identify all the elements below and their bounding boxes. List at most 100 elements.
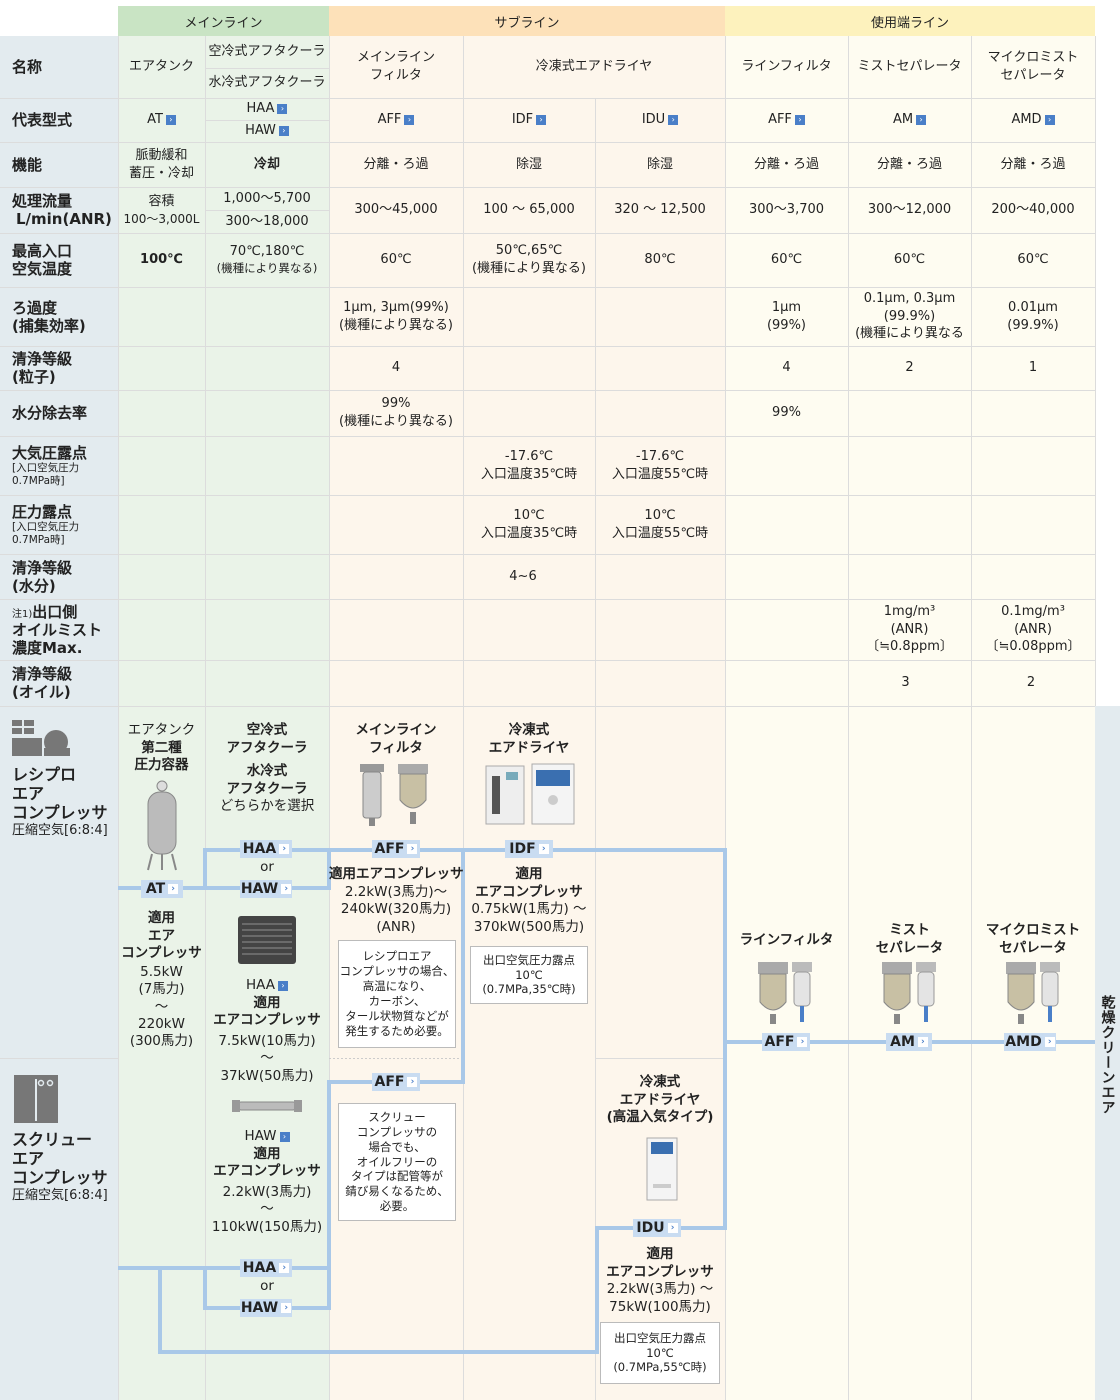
chevron-right-icon: › bbox=[277, 103, 288, 114]
main-filter-title: メインラインフィルタ bbox=[355, 722, 437, 756]
main-filter-note-screw: スクリューコンプレッサの場合でも、オイルフリーのタイプは配管等が錆び易くなるため… bbox=[338, 1103, 456, 1221]
dryer-idu-flow: 320 〜 12,500 bbox=[614, 202, 706, 218]
air-tank-icon bbox=[147, 780, 177, 871]
idf-tag[interactable]: IDF› bbox=[505, 840, 553, 858]
label-model: 代表型式 bbox=[12, 111, 73, 129]
pipe bbox=[461, 848, 465, 1084]
idu-tag[interactable]: IDU› bbox=[633, 1219, 681, 1237]
line-filter-icon bbox=[758, 962, 812, 1024]
tank-at-tag[interactable]: AT› bbox=[141, 880, 183, 898]
line-filter-model-link[interactable]: AFF› bbox=[725, 98, 848, 142]
micro-mist-oil: 0.1mg/m³(ANR)〔≒0.08ppm〕 bbox=[985, 604, 1081, 655]
label-water-removal: 水分除去率 bbox=[12, 404, 88, 422]
chevron-right-icon: › bbox=[165, 114, 176, 125]
main-filter-model-link[interactable]: AFF› bbox=[329, 98, 463, 142]
pipe bbox=[723, 848, 727, 1228]
line-filter-flow: 300〜3,700 bbox=[748, 202, 825, 218]
chevron-right-icon: › bbox=[281, 1303, 292, 1313]
mist-sep-name: ミストセパレータ bbox=[857, 59, 962, 75]
cooler-haw-tag-2[interactable]: HAW› bbox=[240, 1299, 292, 1317]
dryer-idu-function: 除湿 bbox=[646, 156, 673, 172]
dryer-idu-link[interactable]: IDU› bbox=[595, 98, 725, 142]
cooler-haa-link[interactable]: HAA› bbox=[205, 98, 329, 120]
tank-model-link[interactable]: AT› bbox=[118, 98, 205, 142]
cooler-function: 冷却 bbox=[253, 156, 280, 172]
chevron-right-icon: › bbox=[538, 844, 549, 854]
mist-sep-function: 分離・ろ過 bbox=[876, 156, 942, 172]
cooler-title: 空冷式アフタクーラ水冷式アフタクーラどちらかを選択 bbox=[219, 722, 315, 815]
mist-sep-model-link[interactable]: AM› bbox=[848, 98, 971, 142]
line-filter-aff-tag[interactable]: AFF› bbox=[762, 1033, 810, 1051]
mist-sep-clean-oil: 3 bbox=[901, 675, 910, 691]
group-header-main: メインライン bbox=[118, 6, 329, 36]
pipe bbox=[203, 1266, 207, 1310]
micro-mist-clean-particle: 1 bbox=[1028, 360, 1038, 376]
main-filter-filtration: 1μm, 3μm(99%)(機種により異なる) bbox=[339, 299, 453, 333]
chevron-right-icon: › bbox=[1044, 114, 1055, 125]
chevron-right-icon: › bbox=[667, 1223, 678, 1233]
cooler-flow-2: 300〜18,000 bbox=[225, 213, 309, 229]
chevron-right-icon: › bbox=[536, 114, 547, 125]
micro-mist-model-link[interactable]: AMD› bbox=[971, 98, 1095, 142]
chevron-right-icon: › bbox=[407, 1077, 418, 1087]
tank-title: エアタンク第二種圧力容器 bbox=[127, 722, 196, 774]
micro-mist-function: 分離・ろ過 bbox=[1000, 156, 1066, 172]
cooler-haw-link[interactable]: HAW› bbox=[205, 120, 329, 142]
chevron-right-icon: › bbox=[404, 114, 415, 125]
high-temp-dryer-icon bbox=[646, 1137, 678, 1201]
main-filter-aff-tag[interactable]: AFF› bbox=[372, 840, 420, 858]
label-function: 機能 bbox=[12, 155, 43, 174]
chevron-right-icon: › bbox=[279, 1131, 290, 1142]
line-filter-filtration: 1μm(99%) bbox=[766, 299, 807, 333]
cooler-water-name: 水冷式アフタクーラ bbox=[208, 75, 326, 91]
cooler-flow-1: 1,000〜5,700 bbox=[223, 190, 311, 206]
pipe bbox=[327, 1080, 331, 1310]
group-header-sub: サブライン bbox=[329, 6, 725, 36]
pipe bbox=[327, 848, 331, 890]
tank-range: 5.5kW(7馬力)〜220kW(300馬力) bbox=[129, 964, 194, 1050]
mist-sep-oil: 1mg/m³(ANR)〔≒0.8ppm〕 bbox=[866, 604, 953, 655]
label-oil: 注1)出口側オイルミスト濃度Max. bbox=[12, 602, 103, 657]
mist-sep-temp: 60℃ bbox=[893, 252, 926, 268]
mist-separator-icon bbox=[882, 962, 936, 1024]
right-strip-bg bbox=[1095, 706, 1120, 1400]
idu-title: 冷凍式エアドライヤ(高温入気タイプ) bbox=[606, 1074, 714, 1126]
main-line-bg bbox=[118, 36, 329, 1400]
chevron-right-icon: › bbox=[279, 1263, 290, 1273]
mist-sep-flow: 300〜12,000 bbox=[867, 202, 952, 218]
chevron-right-icon: › bbox=[916, 114, 927, 125]
main-filter-flow: 300〜45,000 bbox=[354, 202, 438, 218]
line-filter-water-removal: 99% bbox=[772, 405, 801, 421]
dryer-idf-temp: 50℃,65℃(機種により異なる) bbox=[472, 243, 586, 276]
chevron-right-icon: › bbox=[407, 844, 418, 854]
mist-sep-filtration: 0.1μm, 0.3μm(99.9%)(機種により異なる bbox=[855, 291, 964, 342]
cooler-or: or bbox=[260, 859, 274, 875]
main-filter-function: 分離・ろ過 bbox=[363, 156, 429, 172]
cooler-haa-tag[interactable]: HAA› bbox=[240, 840, 292, 858]
air-cooled-aftercooler-icon bbox=[238, 916, 296, 964]
cooler-air-name: 空冷式アフタクーラ bbox=[208, 44, 326, 60]
micro-mist-amd-tag[interactable]: AMD› bbox=[1004, 1033, 1056, 1051]
dryer-idf-function: 除湿 bbox=[515, 156, 542, 172]
main-filter-clean-particle: 4 bbox=[391, 360, 401, 376]
cooler-haw-tag[interactable]: HAW› bbox=[240, 880, 292, 898]
main-filter-name: メインラインフィルタ bbox=[356, 50, 435, 83]
label-reciprocating-compressor: レシプロエアコンプレッサ 圧縮空気[6:8:4] bbox=[12, 765, 108, 838]
cooler-haa-tag-2[interactable]: HAA› bbox=[240, 1259, 292, 1277]
mist-sep-am-tag[interactable]: AM› bbox=[886, 1033, 932, 1051]
mist-sep-clean-particle: 2 bbox=[905, 360, 914, 376]
dryer-name: 冷凍式エアドライヤ bbox=[535, 59, 653, 75]
main-filter-water-removal: 99%(機種により異なる) bbox=[339, 396, 453, 429]
label-filtration: ろ過度(捕集効率) bbox=[12, 298, 86, 335]
dryer-idf-link[interactable]: IDF› bbox=[463, 98, 595, 142]
main-filter-aff-tag-2[interactable]: AFF› bbox=[372, 1073, 420, 1091]
